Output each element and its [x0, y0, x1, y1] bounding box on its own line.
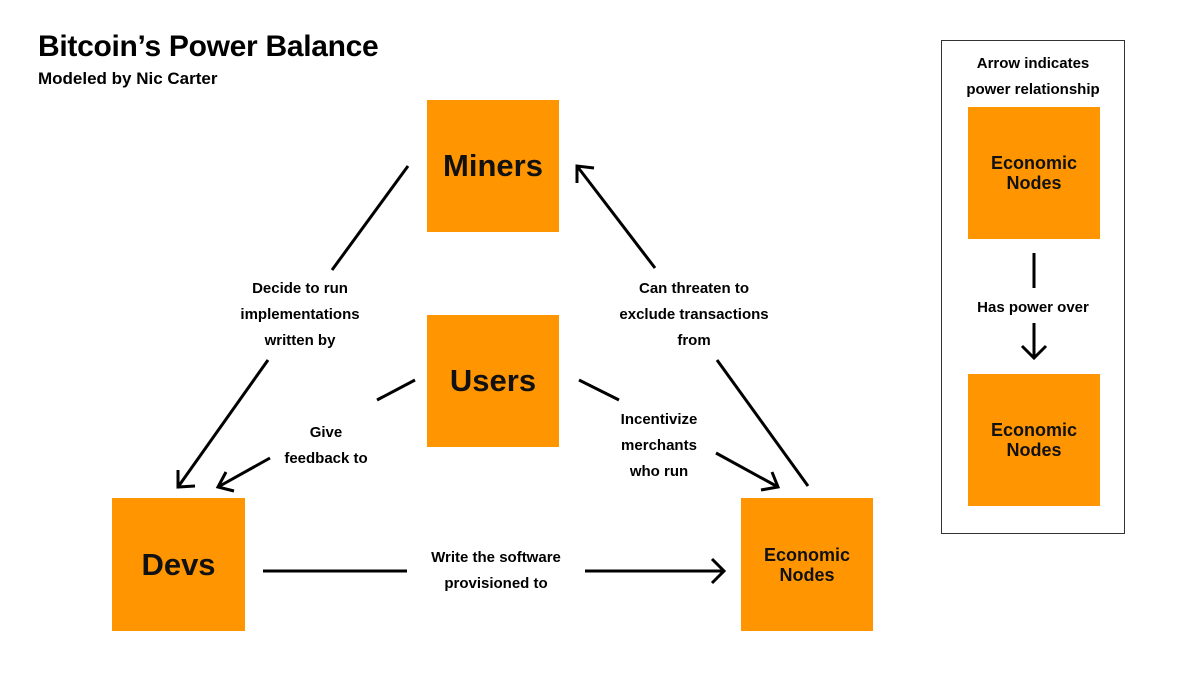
node-devs-label: Devs — [141, 546, 216, 582]
legend-node-top-line2: Nodes — [1006, 173, 1062, 193]
edge-label-line: Give — [309, 424, 343, 441]
edge-label-line: implementations — [240, 306, 360, 323]
edge-miners-devs-upper-segment — [330, 165, 410, 271]
edge-label-users-econ: Incentivize merchants who run — [621, 407, 698, 485]
legend-node-top: Economic Nodes — [968, 107, 1100, 239]
edge-label-line: from — [677, 332, 711, 349]
legend-node-bottom: Economic Nodes — [968, 374, 1100, 506]
node-economic-nodes: Economic Nodes — [741, 498, 873, 631]
arrowhead-icon — [215, 471, 235, 493]
legend-title: Arrow indicates power relationship — [942, 51, 1124, 103]
legend-title-line1: Arrow indicates — [976, 55, 1090, 72]
node-economic-nodes-label-line1: Economic — [763, 544, 851, 565]
legend-panel: Arrow indicates power relationship Has p… — [941, 40, 1125, 534]
edge-label-line: exclude transactions — [619, 306, 769, 323]
arrowhead-icon — [575, 164, 595, 183]
node-devs: Devs — [112, 498, 245, 631]
edge-miners-devs-lower-segment — [176, 359, 270, 488]
legend-node-bottom-line1: Economic — [990, 420, 1078, 440]
edge-users-devs-upper-segment — [376, 378, 416, 402]
edge-label-line: Decide to run — [252, 280, 348, 297]
legend-node-top-label: Economic Nodes — [991, 153, 1077, 193]
edge-label-line: Can threaten to — [638, 280, 750, 297]
arrowhead-icon — [710, 557, 727, 585]
edge-econ-miners-lower-segment — [715, 359, 810, 487]
node-users: Users — [427, 315, 559, 447]
legend-title-line2: power relationship — [966, 81, 1100, 98]
edge-users-devs-lower-segment — [217, 456, 271, 489]
node-users-label: Users — [449, 363, 537, 398]
edge-label-line: Write the software — [431, 549, 561, 566]
node-miners: Miners — [427, 100, 559, 232]
edge-users-econ-upper-segment — [578, 378, 620, 402]
legend-caption: Has power over — [977, 299, 1089, 316]
edge-users-econ-lower-segment — [715, 451, 779, 489]
edge-label-miners-devs: Decide to run implementations written by — [240, 276, 359, 354]
legend-node-bottom-label: Economic Nodes — [991, 420, 1077, 460]
arrowhead-icon — [760, 471, 781, 492]
edge-label-line: Incentivize — [620, 411, 698, 428]
node-economic-nodes-label: Economic Nodes — [764, 545, 850, 585]
edge-label-users-devs: Give feedback to — [284, 420, 367, 472]
edge-label-econ-miners: Can threaten to exclude transactions fro… — [619, 276, 768, 354]
page-title: Bitcoin’s Power Balance — [38, 30, 379, 63]
edge-label-line: provisioned to — [444, 575, 548, 592]
page-subtitle: Modeled by Nic Carter — [38, 69, 218, 88]
node-economic-nodes-label-line2: Nodes — [779, 564, 835, 585]
arrowhead-icon — [176, 470, 196, 489]
node-miners-label: Miners — [443, 148, 543, 183]
edge-label-line: merchants — [621, 437, 697, 454]
legend-node-bottom-line2: Nodes — [1006, 440, 1062, 460]
edge-label-line: feedback to — [284, 450, 368, 467]
edge-label-line: who run — [629, 463, 689, 480]
edge-econ-miners-upper-segment — [575, 165, 657, 269]
legend-node-top-line1: Economic — [990, 153, 1078, 173]
edge-label-devs-econ: Write the software provisioned to — [431, 545, 561, 597]
edge-label-line: written by — [264, 332, 336, 349]
